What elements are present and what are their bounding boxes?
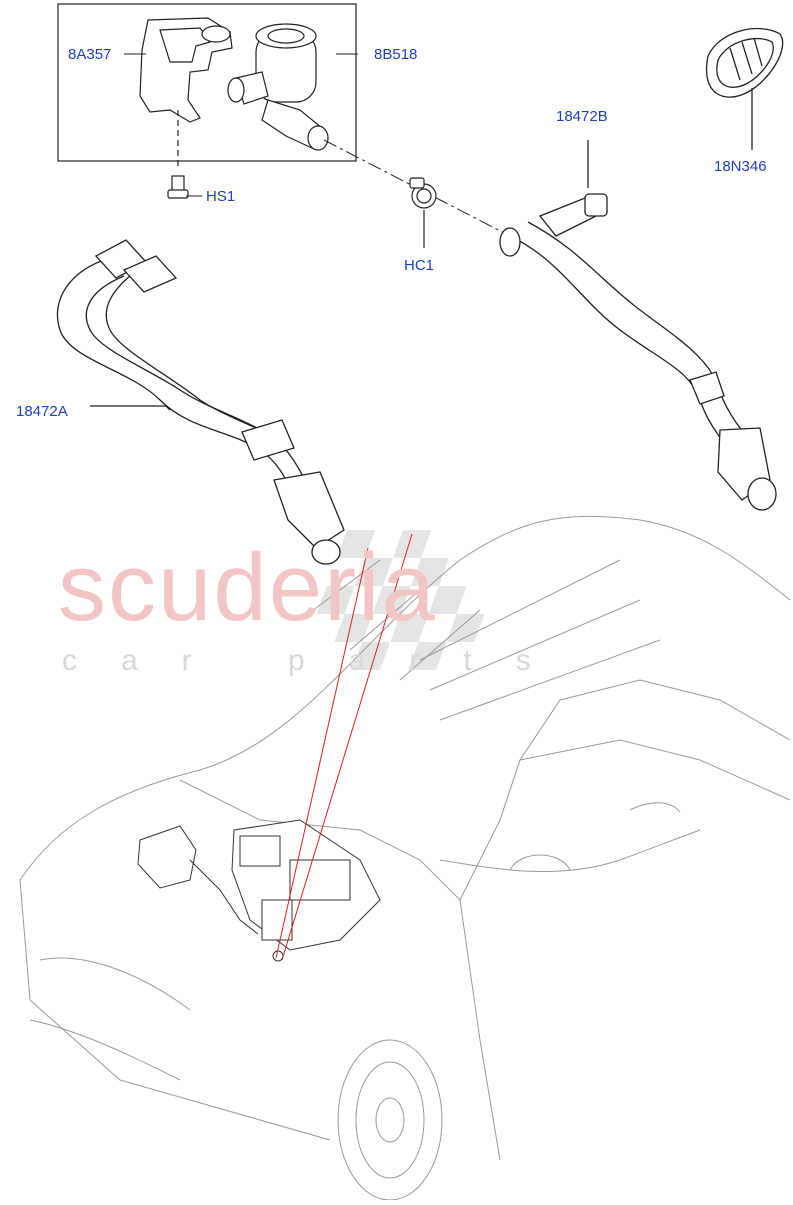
grommet-part	[705, 27, 784, 150]
callout-leaders	[124, 53, 358, 197]
callout-bracket: 8A357	[68, 46, 112, 63]
hose-right-part	[499, 140, 777, 511]
assembly-frame	[57, 3, 357, 162]
engine-bay-assembly	[137, 819, 381, 962]
checkered-flag-watermark	[316, 530, 485, 670]
bolt-part	[167, 175, 189, 199]
callout-bolt: HS1	[206, 188, 236, 205]
clip-part	[409, 177, 437, 248]
callout-clip: HC1	[404, 257, 435, 274]
vehicle-outline	[19, 515, 791, 1201]
callout-grommet: 18N346	[714, 158, 767, 175]
hose-left-part	[56, 239, 345, 565]
watermark-tagline: car parts	[62, 644, 575, 677]
location-leader-lines	[275, 533, 413, 961]
pump-part	[227, 23, 329, 151]
callout-hose-left: 18472A	[16, 403, 68, 420]
bracket-part	[139, 17, 233, 170]
watermark-brand: scuderia	[58, 534, 437, 641]
callout-pump: 8B518	[374, 46, 418, 63]
callout-hose-right: 18472B	[556, 108, 608, 125]
